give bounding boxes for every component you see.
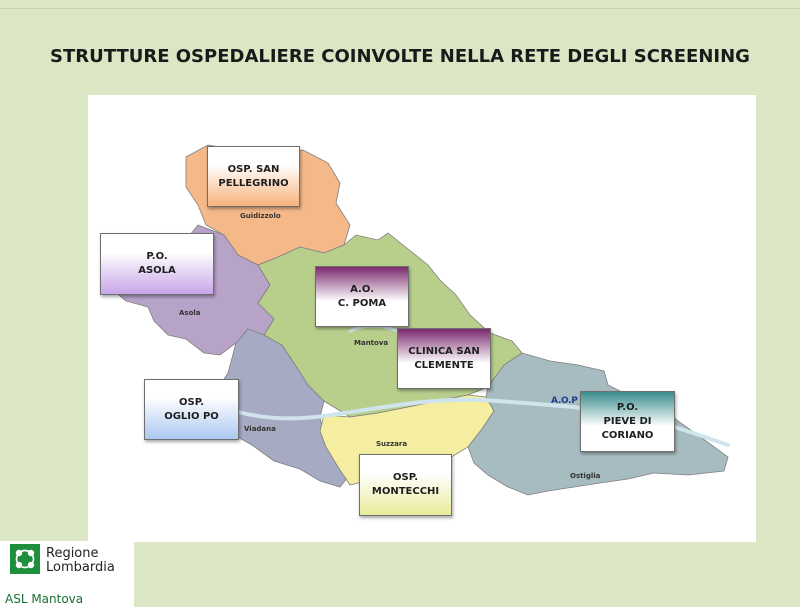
town-viadana: Viadana xyxy=(244,425,276,433)
facility-line: A.O. xyxy=(350,283,374,295)
facility-line: CLEMENTE xyxy=(414,359,474,371)
facility-line: PELLEGRINO xyxy=(218,177,289,189)
town-ostiglia: Ostiglia xyxy=(570,472,601,480)
town-mantova: Mantova xyxy=(354,339,389,347)
facility-line: C. POMA xyxy=(337,297,387,309)
facility-box-poma[interactable]: A.O. C. POMA xyxy=(315,266,409,327)
town-asola: Asola xyxy=(179,309,201,317)
facility-line: CLINICA SAN xyxy=(408,345,480,357)
facility-line: OSP. xyxy=(179,396,204,408)
facility-box-san-clemente[interactable]: CLINICA SAN CLEMENTE xyxy=(397,328,491,389)
facility-line: P.O. xyxy=(616,401,639,413)
facility-line: OGLIO PO xyxy=(164,410,219,422)
logo-name-line1: Regione xyxy=(46,546,99,561)
facility-box-pieve-coriano[interactable]: P.O. PIEVE DI CORIANO xyxy=(580,391,675,452)
map-marker-label: A.O.P xyxy=(551,396,578,406)
facility-line: ASOLA xyxy=(138,265,176,276)
facility-line: MONTECCHI xyxy=(371,486,440,497)
facility-box-oglio-po[interactable]: OSP. OGLIO PO xyxy=(144,379,239,440)
top-divider xyxy=(0,8,800,9)
facility-box-asola[interactable]: P.O. ASOLA xyxy=(100,233,214,295)
town-guidizzolo: Guidizzolo xyxy=(240,212,281,220)
logo-name-line2: Lombardia xyxy=(46,560,115,575)
regione-lombardia-logo-icon xyxy=(10,544,40,574)
asl-mantova-label: ASL Mantova xyxy=(5,592,84,606)
facility-line: OSP. xyxy=(393,472,418,483)
facility-box-montecchi[interactable]: OSP. MONTECCHI xyxy=(359,454,452,516)
slide-title: STRUTTURE OSPEDALIERE COINVOLTE NELLA RE… xyxy=(50,46,750,67)
facility-line: OSP. SAN xyxy=(227,163,280,175)
facility-line: PIEVE DI xyxy=(603,415,652,427)
logo-block: Regione Lombardia ASL Mantova xyxy=(0,541,134,607)
facility-line: P.O. xyxy=(146,251,168,262)
facility-line: CORIANO xyxy=(601,429,654,441)
rosa-camuna-icon xyxy=(15,549,35,569)
town-suzzara: Suzzara xyxy=(376,440,408,448)
facility-box-san-pellegrino[interactable]: OSP. SAN PELLEGRINO xyxy=(207,146,300,207)
